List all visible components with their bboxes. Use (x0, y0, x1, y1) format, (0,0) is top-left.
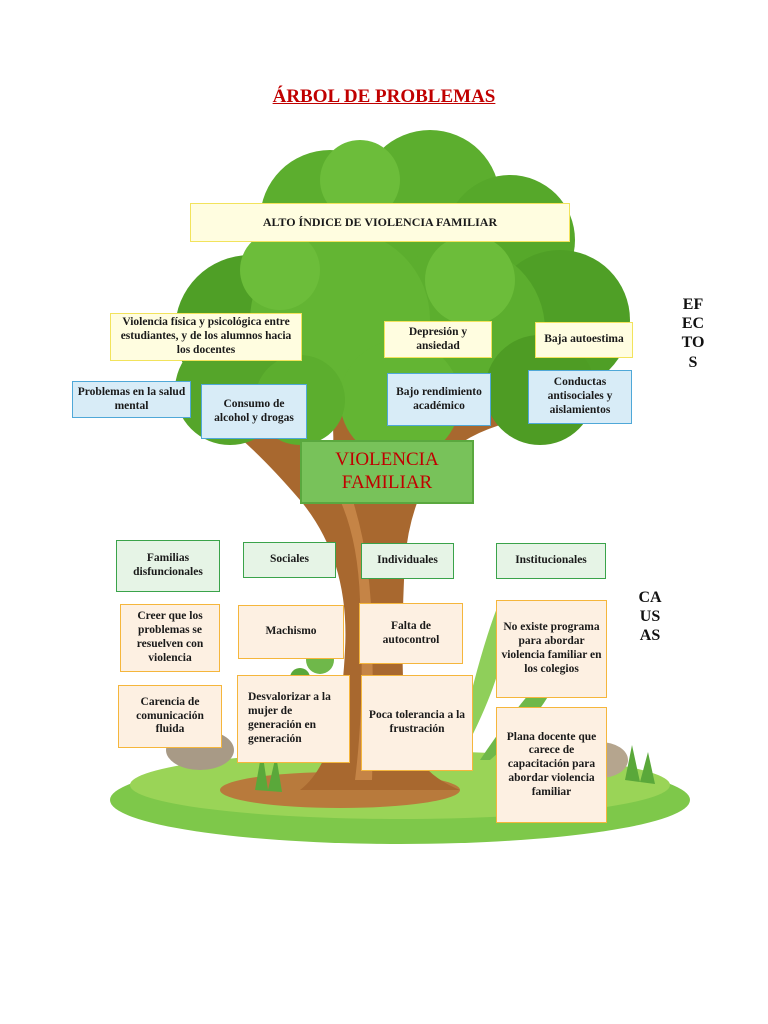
cause-desvalorizar: Desvalorizar a la mujer de generación en… (237, 675, 350, 763)
effect-depresion: Depresión y ansiedad (384, 321, 492, 358)
cause-poca-tolerancia: Poca tolerancia a la frustración (361, 675, 473, 771)
cause-category-individuales: Individuales (361, 543, 454, 579)
grass-tuft-right (625, 745, 655, 784)
side-label-causas: CAUSAS (638, 589, 662, 645)
cause-category-sociales: Sociales (243, 542, 336, 578)
effect-baja-autoestima: Baja autoestima (535, 322, 633, 358)
effect-violencia-fisica: Violencia física y psicológica entre est… (110, 313, 302, 361)
cause-carencia: Carencia de comunicación fluida (118, 685, 222, 748)
effect-problemas-salud: Problemas en la salud mental (72, 381, 191, 418)
cause-machismo: Machismo (238, 605, 344, 659)
cause-category-familias: Familias disfuncionales (116, 540, 220, 592)
page-title: ÁRBOL DE PROBLEMAS (272, 86, 496, 107)
cause-category-institucionales: Institucionales (496, 543, 606, 579)
side-label-efectos: EFECTOS (681, 296, 705, 371)
cause-falta-autocontrol: Falta de autocontrol (359, 603, 463, 664)
effect-consumo: Consumo de alcohol y drogas (201, 384, 307, 439)
central-problem-box: VIOLENCIA FAMILIAR (300, 440, 474, 504)
effect-conductas: Conductas antisociales y aislamientos (528, 370, 632, 424)
cause-creer: Creer que los problemas se resuelven con… (120, 604, 220, 672)
top-effect-box: ALTO ÍNDICE DE VIOLENCIA FAMILIAR (190, 203, 570, 242)
effect-bajo-rendimiento: Bajo rendimiento académico (387, 373, 491, 426)
cause-no-programa: No existe programa para abordar violenci… (496, 600, 607, 698)
cause-plana-docente: Plana docente que carece de capacitación… (496, 707, 607, 823)
